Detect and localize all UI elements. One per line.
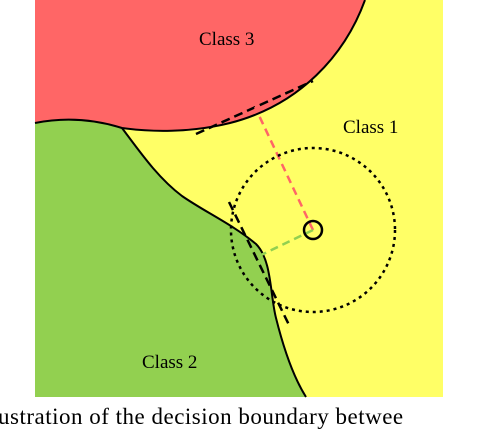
boundary-class3 <box>121 0 366 132</box>
boundary-class2-class3 <box>34 118 123 129</box>
decision-boundary-diagram: Class 3 Class 1 Class 2 <box>34 0 443 398</box>
label-class1: Class 1 <box>343 117 398 138</box>
neighborhood-circle <box>229 146 397 314</box>
class3-region <box>35 0 365 131</box>
sample-point <box>302 219 324 241</box>
distance-line-class3 <box>253 106 315 231</box>
label-class3: Class 3 <box>199 29 254 50</box>
boundary-class2 <box>121 127 307 398</box>
figure-caption: ustration of the decision boundary betwe… <box>0 404 404 429</box>
label-class2: Class 2 <box>142 352 197 373</box>
distance-line-class2 <box>256 228 314 259</box>
class2-region <box>35 119 306 397</box>
